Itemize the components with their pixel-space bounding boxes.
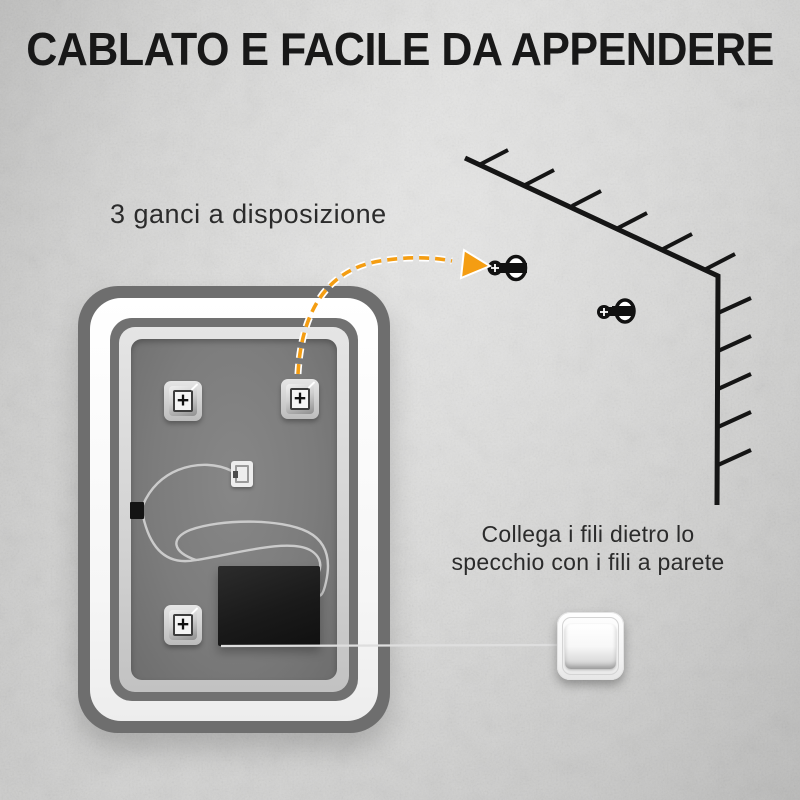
wire-connector xyxy=(231,461,253,487)
wall-corner-icon xyxy=(463,155,721,506)
keyhole-icon: + xyxy=(173,390,193,412)
light-switch-icon xyxy=(557,612,624,680)
screw-cross-symbol: + xyxy=(176,612,190,636)
keyhole-icon: + xyxy=(173,614,193,636)
wiring-annotation-line2: specchio con i fili a parete xyxy=(451,549,725,575)
hook-plate-top-left: + xyxy=(164,381,202,421)
hook-plate-top-right: + xyxy=(281,379,319,419)
hook-plate-bottom-left: + xyxy=(164,605,202,645)
mirror-back-illustration xyxy=(78,286,390,733)
connector-notch xyxy=(233,471,238,478)
cable-grommet xyxy=(130,502,144,519)
page-title: CABLATO E FACILE DA APPENDERE xyxy=(26,24,774,76)
switch-rocker xyxy=(565,624,616,669)
hooks-annotation: 3 ganci a disposizione xyxy=(110,199,387,229)
wall-screw-icon xyxy=(487,254,528,282)
wall-hatch-ticks xyxy=(478,148,752,467)
keyhole-icon: + xyxy=(290,388,310,410)
screw-cross-symbol: + xyxy=(176,388,190,412)
wiring-annotation-line1: Collega i fili dietro lo xyxy=(481,521,695,547)
screw-cross-symbol: + xyxy=(293,386,307,410)
wiring-annotation: Collega i fili dietro lo specchio con i … xyxy=(418,520,758,576)
wall-screw-icon xyxy=(597,298,636,324)
junction-box xyxy=(218,566,320,646)
